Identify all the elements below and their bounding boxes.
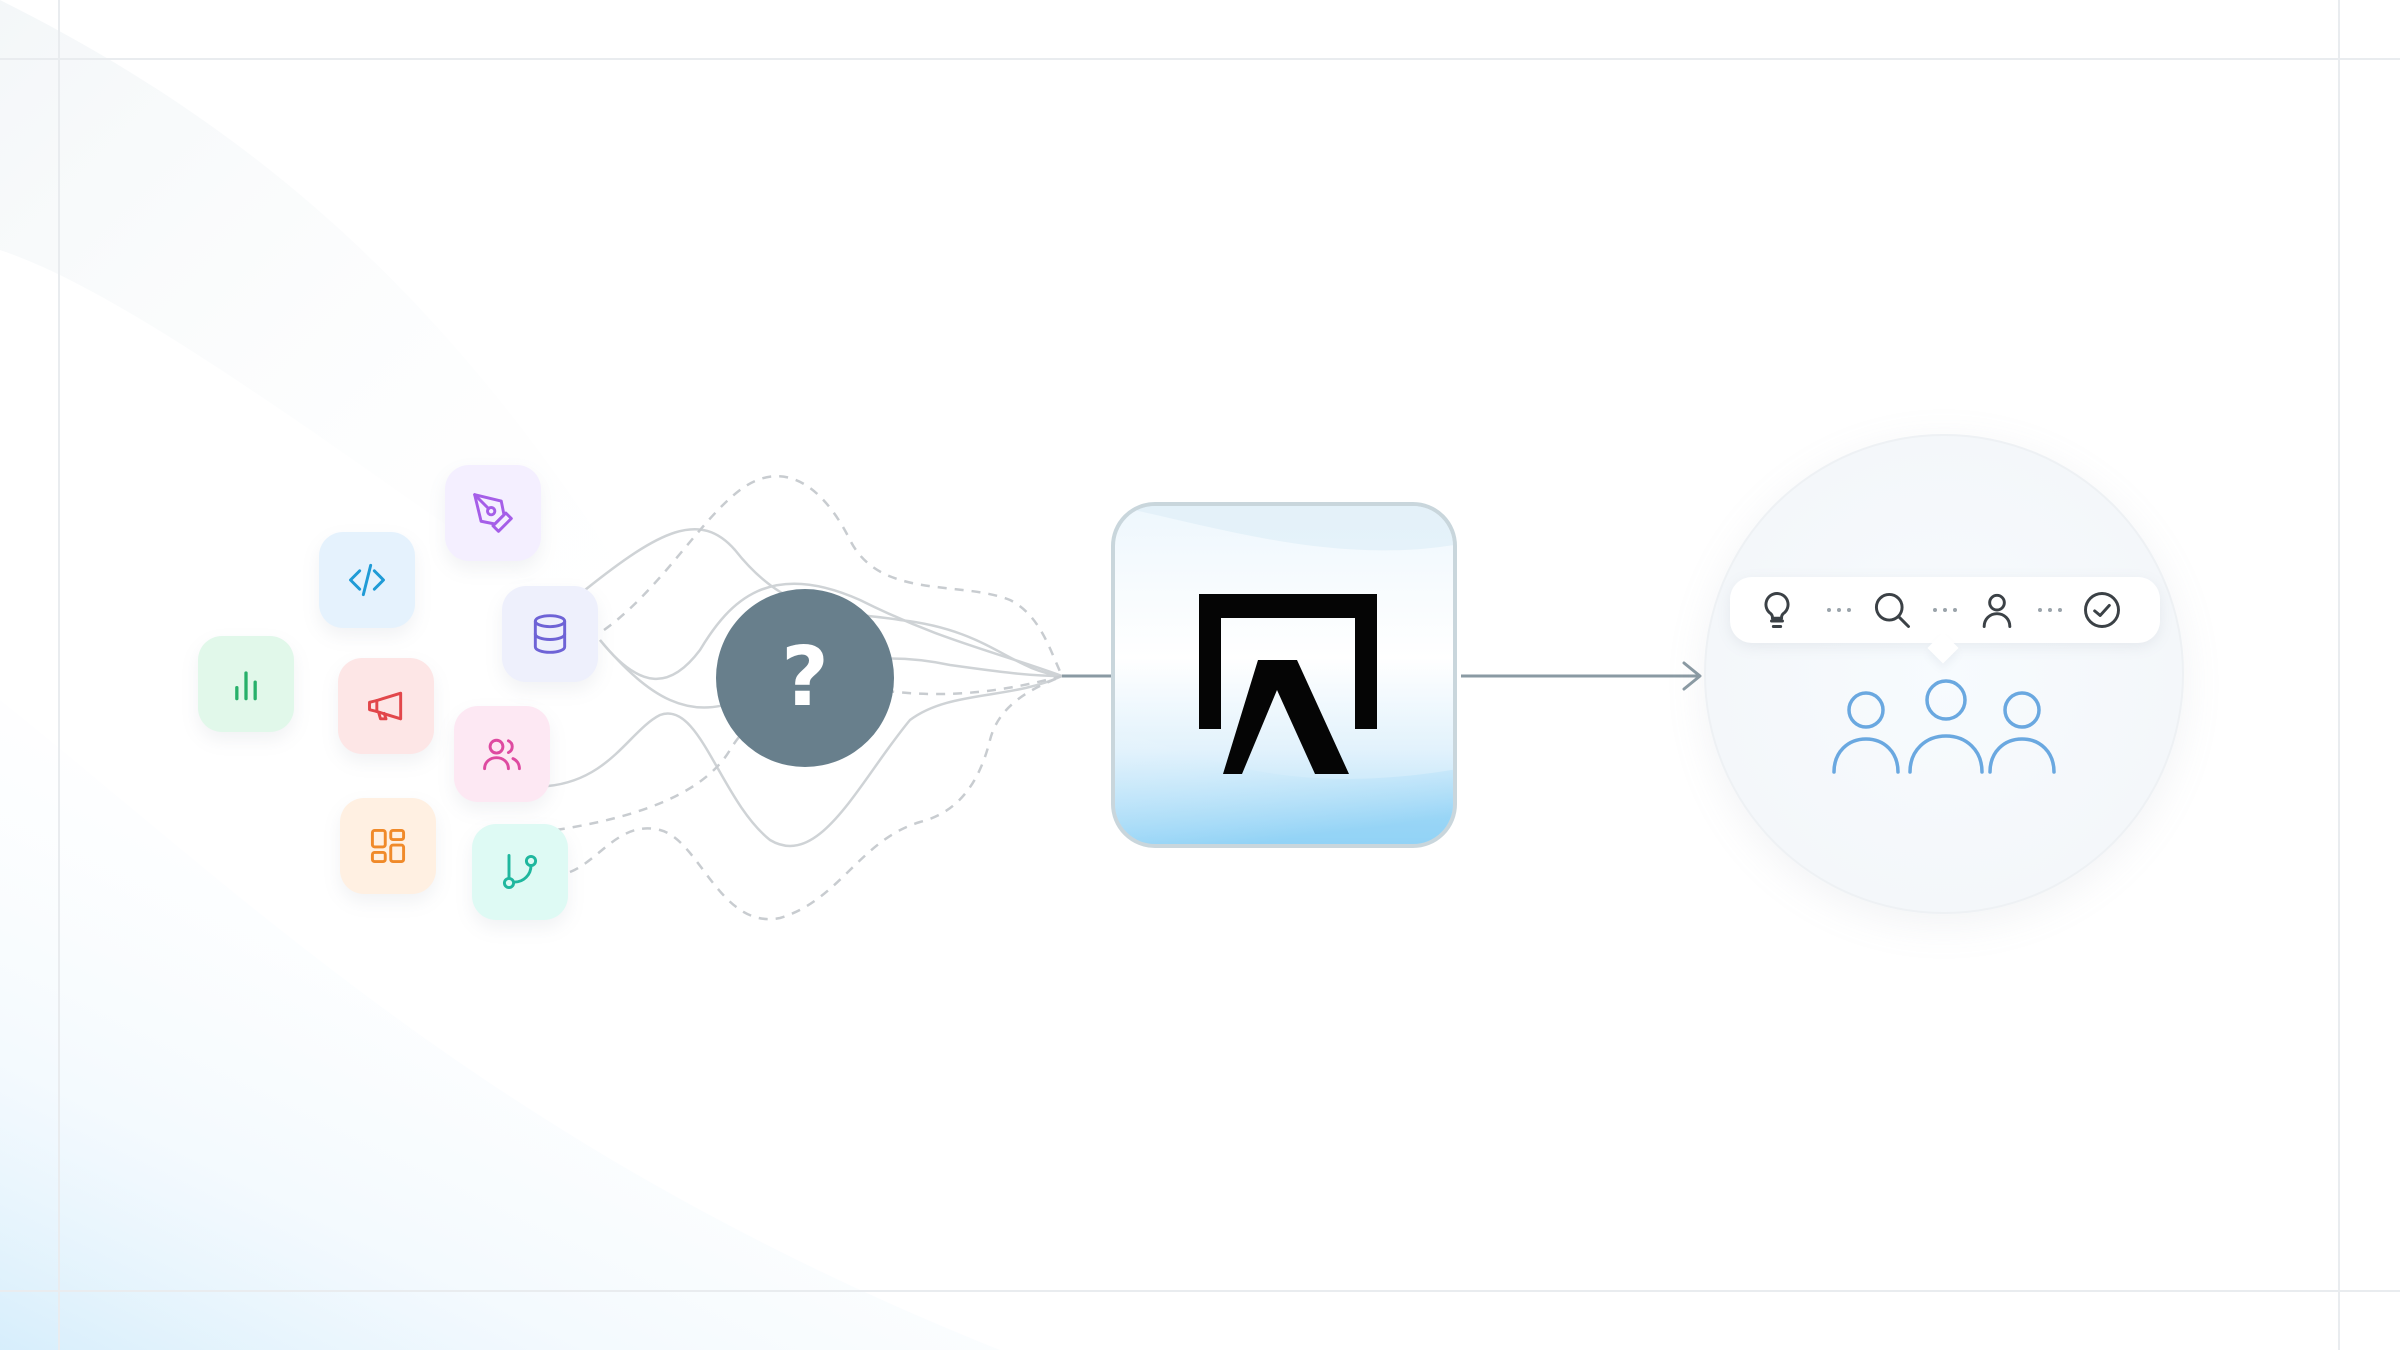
guide-line-bottom (0, 1290, 2400, 1292)
pen-icon (473, 493, 513, 533)
user-icon (1982, 593, 2012, 628)
database-tile (502, 586, 598, 682)
megaphone-icon (368, 691, 403, 721)
logo-box-wash (1115, 506, 1453, 844)
check-circle-icon (2084, 592, 2120, 628)
solid-curve-3 (547, 674, 1063, 848)
workflow-steps-bar (1730, 577, 2160, 664)
platform-logo-box (1111, 502, 1457, 848)
analytics-tile (198, 636, 294, 732)
dashboard-tile (340, 798, 436, 894)
guide-line-top (0, 58, 2400, 60)
dashed-curve-3 (569, 674, 1063, 921)
question-mark: ? (781, 630, 829, 725)
marketing-tile (338, 658, 434, 754)
guide-line-left (58, 0, 60, 1350)
git-branch-icon (502, 854, 538, 890)
team-icon (1832, 679, 2056, 774)
database-icon (533, 614, 567, 654)
users-icon (483, 738, 521, 771)
pen-tool-tile (445, 465, 541, 561)
step-dots-3 (2038, 608, 2062, 612)
layout-grid-icon (370, 828, 406, 864)
unknown-node: ? (716, 589, 894, 767)
brand-logo-icon (1199, 594, 1377, 774)
arrow-head (1682, 661, 1702, 691)
users-tile (454, 706, 550, 802)
code-tile (319, 532, 415, 628)
dashed-curve-1 (603, 474, 1064, 677)
git-branch-tile (472, 824, 568, 920)
search-icon (1874, 592, 1910, 628)
bar-chart-icon (235, 671, 257, 701)
code-icon (349, 563, 385, 597)
step-dots-2 (1933, 608, 1957, 612)
step-dots-1 (1827, 608, 1851, 612)
team-circle (1704, 434, 2184, 914)
solid-curve-2 (599, 582, 1063, 681)
guide-line-right (2338, 0, 2340, 1350)
lightbulb-icon (1764, 592, 1790, 628)
